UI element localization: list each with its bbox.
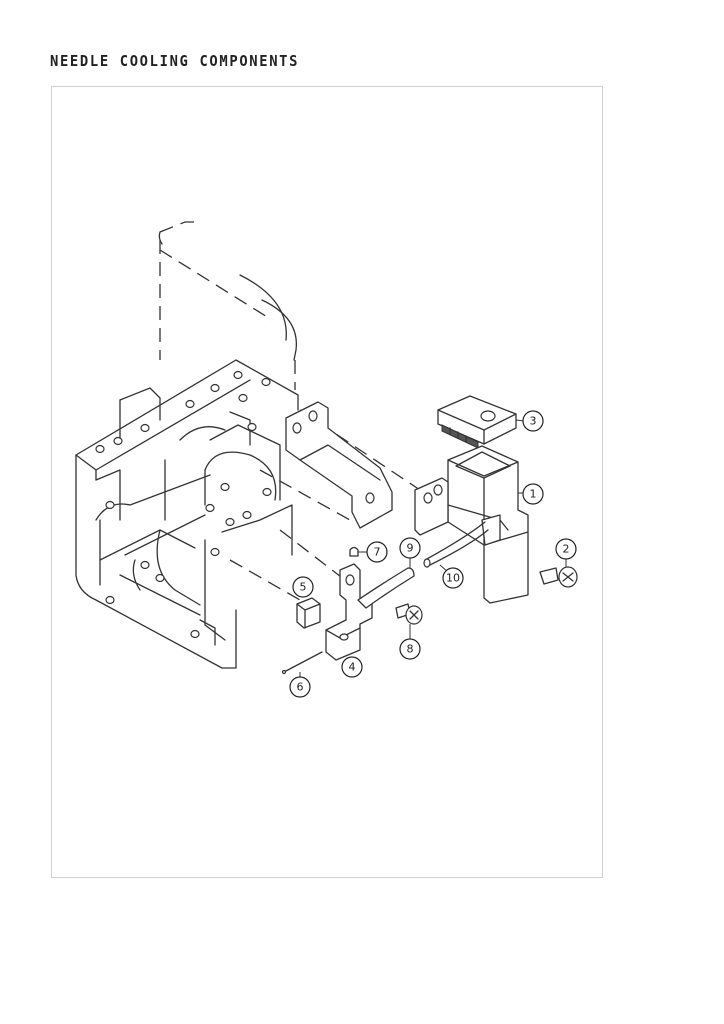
page-title: NEEDLE COOLING COMPONENTS — [50, 52, 300, 70]
part-4-nozzle-bracket — [325, 563, 373, 661]
callout-label: 4 — [349, 661, 356, 674]
part-5-block — [296, 597, 321, 629]
callout-3: 3 — [522, 410, 544, 432]
part-9-hose — [357, 567, 415, 609]
callout-5: 5 — [292, 576, 314, 598]
part-8-screw — [395, 603, 423, 625]
part-2-screw — [539, 566, 578, 588]
part-3-cover — [437, 395, 517, 449]
callout-label: 1 — [530, 488, 537, 501]
callout-label: 9 — [407, 542, 414, 555]
callout-label: 2 — [563, 543, 570, 556]
callout-4: 4 — [341, 656, 363, 678]
mounting-bracket — [285, 401, 393, 529]
callout-6: 6 — [289, 676, 311, 698]
diagram-frame — [51, 86, 603, 878]
part-10-tube — [423, 521, 489, 568]
callout-label: 10 — [446, 572, 460, 585]
callout-7: 7 — [366, 541, 388, 563]
callout-label: 8 — [407, 643, 414, 656]
callout-label: 6 — [297, 681, 304, 694]
callout-8: 8 — [399, 638, 421, 660]
part-7-cap — [349, 546, 359, 557]
callout-2: 2 — [555, 538, 577, 560]
callout-9: 9 — [399, 537, 421, 559]
callout-label: 7 — [374, 546, 381, 559]
callout-label: 3 — [530, 415, 537, 428]
part-1-housing — [414, 445, 529, 604]
callout-label: 5 — [300, 581, 307, 594]
callout-10: 10 — [442, 567, 464, 589]
part-6-pin — [281, 651, 323, 675]
callout-1: 1 — [522, 483, 544, 505]
machine-arm-casting — [75, 221, 299, 669]
